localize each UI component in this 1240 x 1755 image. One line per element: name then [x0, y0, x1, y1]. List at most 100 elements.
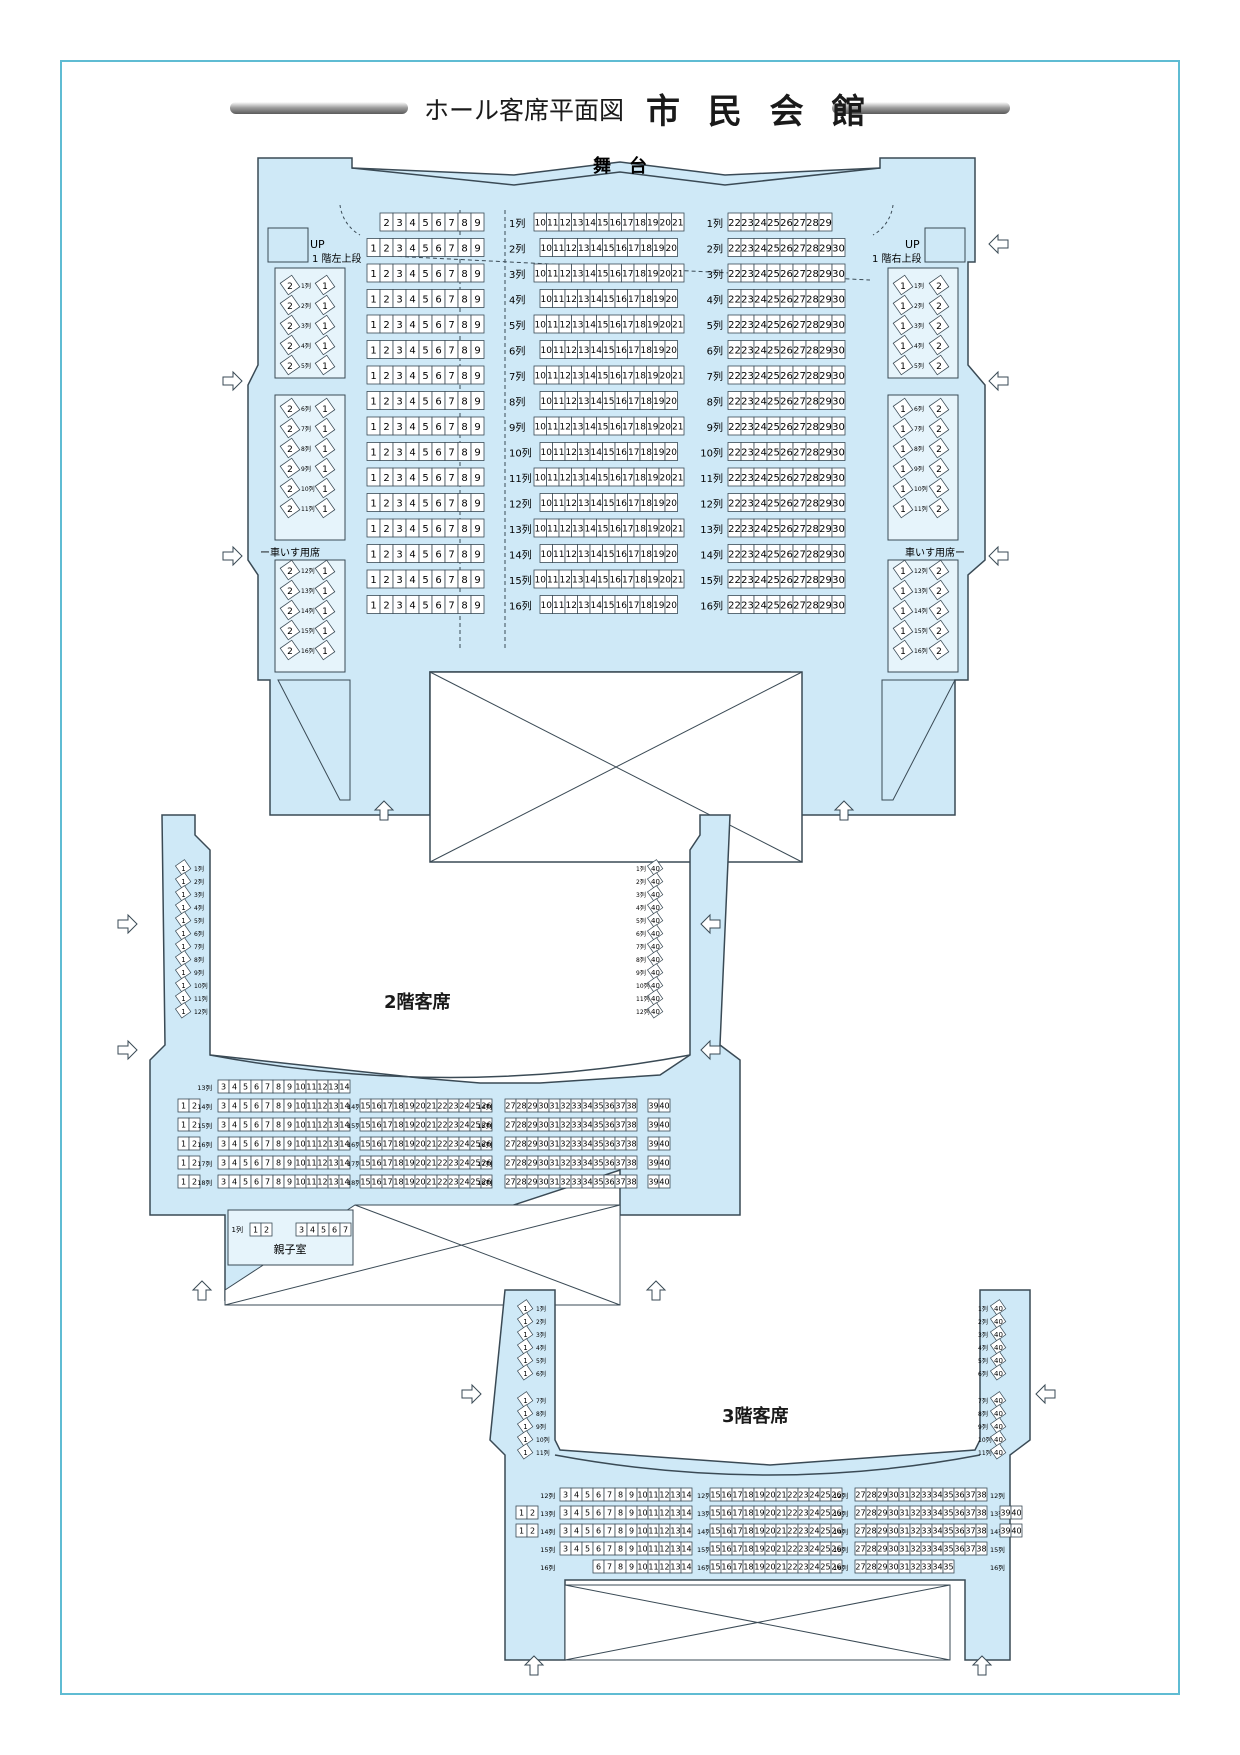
seat-number: 24 — [754, 320, 767, 331]
seat-number: 6 — [254, 1083, 259, 1092]
seat — [680, 1523, 693, 1538]
seat — [830, 1559, 843, 1574]
seat-number: 6 — [435, 601, 441, 612]
seat-number: 40 — [651, 917, 660, 925]
seat-number: 7 — [448, 499, 454, 510]
seat-number: 17 — [628, 346, 639, 356]
seat-number: 31 — [549, 1102, 559, 1111]
seat-number: 6 — [435, 524, 441, 535]
seat-number: 25 — [767, 575, 780, 586]
seat-number: 14 — [591, 499, 603, 509]
seat — [516, 1338, 534, 1355]
seat-number: 7 — [607, 1563, 612, 1572]
seat-number: 5 — [422, 524, 428, 535]
seat — [260, 1222, 273, 1237]
seat-number: 39 — [648, 1102, 658, 1111]
seat-number: 37 — [615, 1121, 625, 1130]
seat — [470, 467, 485, 487]
seat — [516, 1299, 534, 1316]
seat-number: 12 — [560, 576, 571, 586]
seat-number: 21 — [672, 270, 683, 280]
seat-number: 30 — [888, 1527, 898, 1536]
seat-number: 12 — [317, 1159, 327, 1168]
seat-number: 24 — [754, 448, 767, 459]
seat-number: 1 — [900, 362, 906, 372]
seat-number: 25 — [820, 1545, 830, 1554]
seat — [928, 437, 950, 459]
seat-number: 40 — [651, 865, 660, 873]
seat-number: 23 — [741, 422, 754, 433]
arrow-icon — [971, 1655, 993, 1676]
seat-number: 38 — [626, 1102, 636, 1111]
seat-number: 28 — [516, 1121, 526, 1130]
row-label: 14列 — [700, 549, 723, 562]
row-label: 17列 — [347, 1159, 362, 1168]
seat-number: 5 — [585, 1509, 590, 1518]
seat — [664, 442, 678, 461]
seat-number: 26 — [780, 218, 793, 229]
row-label: 12列 — [914, 567, 928, 575]
seat-number: 20 — [666, 601, 678, 611]
seat-number: 2 — [192, 1140, 197, 1149]
seat — [892, 599, 914, 621]
seat-number: 7 — [607, 1491, 612, 1500]
seat — [892, 457, 914, 479]
seat-number: 6 — [596, 1491, 601, 1500]
seat-number: 11 — [553, 397, 564, 407]
seat-number: 38 — [626, 1140, 636, 1149]
seat-number: 25 — [767, 473, 780, 484]
seat-number: 2 — [936, 425, 942, 435]
seat-number: 21 — [672, 423, 683, 433]
seat-number: 22 — [787, 1527, 797, 1536]
seat-number: 30 — [832, 422, 845, 433]
seat-number: 4 — [409, 601, 415, 612]
seat-number: 6 — [435, 397, 441, 408]
seat — [188, 1174, 201, 1189]
seat-number: 12 — [659, 1545, 669, 1554]
seat-number: 6 — [254, 1159, 259, 1168]
seat-number: 15 — [360, 1159, 370, 1168]
row-label: 5列 — [509, 319, 525, 332]
row-label: 6列 — [194, 930, 204, 938]
seat-number: 3 — [221, 1102, 226, 1111]
seat-number: 21 — [672, 525, 683, 535]
seat-number: 1 — [322, 567, 328, 577]
seat-number: 1 — [181, 878, 185, 886]
seat-number: 5 — [585, 1527, 590, 1536]
seat — [658, 1117, 671, 1132]
seat-number: 35 — [593, 1102, 603, 1111]
seat-number: 26 — [780, 295, 793, 306]
seat — [470, 289, 485, 308]
seat-number: 27 — [505, 1140, 515, 1149]
seat-number: 14 — [585, 423, 597, 433]
stair-label-right: 1 階右上段 — [872, 252, 922, 265]
row-label: 13列 — [700, 523, 723, 536]
seat-number: 24 — [459, 1159, 469, 1168]
row-label: 15列 — [914, 627, 928, 635]
seat-number: 21 — [426, 1178, 436, 1187]
seat-number: 29 — [819, 397, 832, 408]
seat — [646, 924, 664, 941]
seat — [470, 544, 485, 563]
seat-number: 16 — [371, 1140, 381, 1149]
seat-number: 10 — [295, 1102, 305, 1111]
seat — [942, 1559, 955, 1574]
seat-number: 6 — [254, 1178, 259, 1187]
seat-number: 12 — [317, 1121, 327, 1130]
seat-number: 13 — [572, 270, 583, 280]
seat-number: 18 — [641, 244, 653, 254]
seat-number: 1 — [181, 1008, 185, 1016]
seat-number: 26 — [831, 1545, 841, 1554]
seat — [989, 1299, 1007, 1316]
seat — [174, 989, 192, 1006]
seat-number: 26 — [780, 448, 793, 459]
seat-number: 23 — [448, 1140, 458, 1149]
seat-number: 20 — [660, 525, 672, 535]
seat-number: 9 — [287, 1159, 292, 1168]
seat-number: 1 — [900, 342, 906, 352]
seat — [680, 1487, 693, 1502]
seat-number: 29 — [819, 218, 832, 229]
seat — [279, 579, 301, 601]
seat-number: 20 — [765, 1509, 775, 1518]
seat — [928, 354, 950, 376]
